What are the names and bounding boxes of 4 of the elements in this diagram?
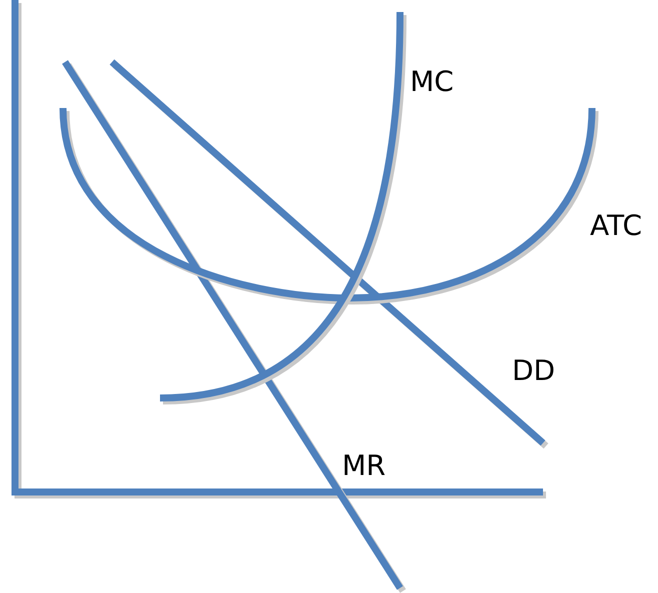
curve-label: DD [512, 357, 556, 385]
curve-label: MC [410, 68, 454, 96]
curve-label: MR [342, 452, 386, 480]
curve-label: ATC [590, 212, 642, 240]
